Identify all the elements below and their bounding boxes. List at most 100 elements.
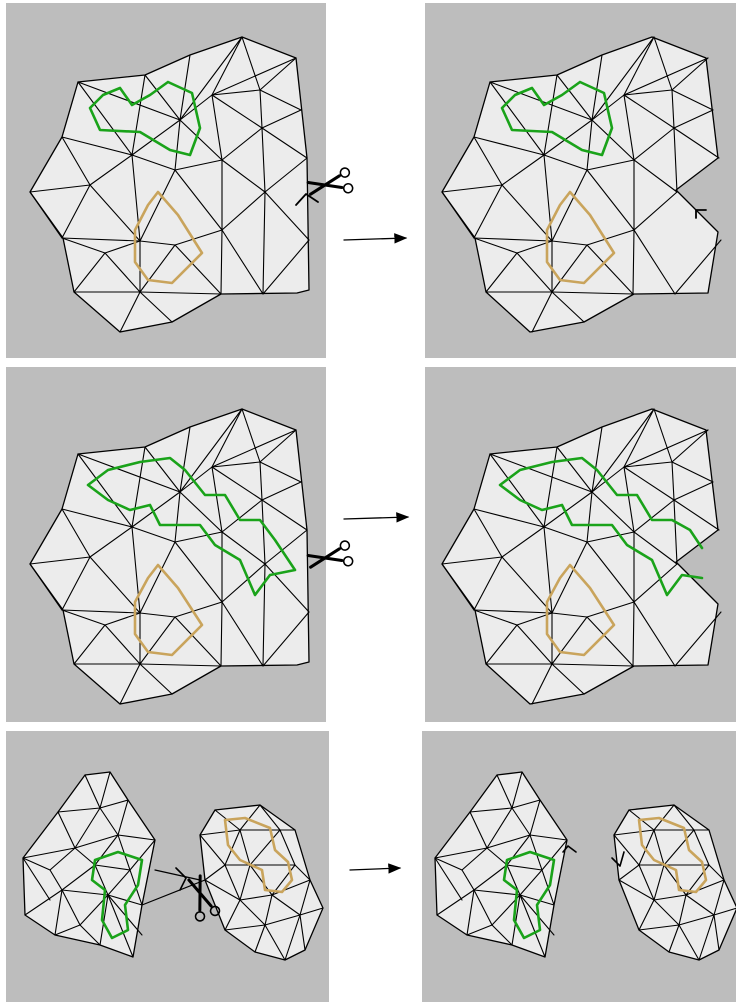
mesh-row2-before-edge [261,481,302,501]
mesh-row1-before-edge [262,191,266,295]
mesh-row2-before-edge [264,529,308,565]
scissors-blade [309,174,341,196]
cut-mark [562,845,577,853]
scissors-handle [194,911,206,922]
mesh-row1-before-edge [221,127,263,161]
mesh-row1-before-edge [179,36,243,121]
green-loop-row1-after [500,80,614,157]
scissors-handle [342,182,354,194]
mesh-row1-after-edge [551,244,588,293]
mesh-row2-after-edge [674,611,722,667]
mesh-row3-right-before-edge [239,899,266,926]
mesh-row2-after-edge [653,408,673,463]
mesh-row3-right-before-edge [284,914,301,961]
mesh-row1-after-edge [473,184,503,239]
mesh-row3-left-before-edge [54,924,81,936]
mesh-row3-right-before-edge [299,914,306,951]
green-path-row2-before [86,456,297,597]
mesh-row3-right-before-edge [239,829,251,866]
mesh-row2-after-edge [551,616,588,665]
mesh-row3-left-before-edge [99,894,109,946]
arrow-right-icon [343,512,410,523]
mesh-row3-left-before-edge [74,807,101,849]
mesh-row1-after-edge [671,89,714,111]
mesh-row2-before-edge [61,609,141,614]
mesh-row1-before-edge [211,36,243,96]
mesh-row3-left-after-edge [466,889,475,936]
mesh-row3-left-after-edge [529,799,541,836]
mesh-row1-after-edge [516,252,553,293]
bridge-edge [154,869,201,881]
mesh-row2-after-edge [673,499,720,531]
mesh-row3-left-after-edge [486,807,513,849]
mesh-row3-left-after-edge [466,924,493,936]
mesh-row3-left-before-edge [99,771,111,809]
mesh-row1-before-edge [264,157,308,193]
mesh-row2-before-edge [29,556,91,565]
mesh-row2-after-edge [551,663,634,667]
mesh-row2-after-edge [473,556,503,611]
mesh-row2-after [441,408,722,705]
mesh-row1-after-edge [633,159,678,193]
mesh-row3-left-after [434,771,568,958]
mesh-row2-before-edge [61,508,133,528]
cut-mark [695,209,707,219]
mesh-row2-before-edge [262,611,310,667]
mesh-row1-after-edge [623,94,635,161]
mesh-row3-left-before-edge [61,889,109,896]
mesh-row2-after-edge [473,609,553,614]
tan-loop-row1-after [545,190,616,285]
mesh-row1-after [441,36,722,333]
scissors-handle [342,555,354,567]
mesh-row2-after-edge [586,616,634,667]
mesh-row1-before-edge [139,244,176,293]
mesh-row2-before-edge [73,624,106,665]
green-loop-row3-after [502,850,556,940]
mesh-row3-right-before-outline [199,804,324,961]
mesh-row1-before-edge [259,57,297,91]
mesh-row3-right-after-edge [673,804,695,831]
mesh-row3-right-after-edge [713,879,725,916]
mesh-row2-after-edge [543,491,593,528]
mesh-row3-right-before-edge [204,879,241,901]
mesh-row2-before-edge [174,541,223,603]
mesh-row1-after-edge [473,136,545,156]
tan-loop-row3-before-group [223,816,294,894]
mesh-row2-before-edge [211,466,223,533]
mesh-row1-before-edge [220,229,223,295]
mesh-row2-after-edge [633,499,675,533]
mesh-row1-before-edge [261,127,266,193]
cut-mark [611,851,625,867]
mesh-row3-right-before-edge [299,879,311,916]
mesh-row1-after-edge [551,169,588,242]
mesh-row1-after-edge [586,244,634,295]
mesh-row1-before-edge [139,169,176,242]
mesh-row2-after-edge [531,663,553,705]
mesh-row1-after-edge [473,136,503,186]
mesh-row3-right-after-edge [638,864,655,901]
mesh-row3-right-after-edge [638,899,655,931]
arrow-right-icon [343,233,408,244]
mesh-row2-after-edge [485,624,518,665]
mesh-row3-left-before-edge [61,864,96,891]
mesh-row3-right-before-edge [239,894,273,901]
mesh-row2-before-edge [174,491,181,543]
mesh-row1-after-edge [633,191,678,231]
mesh-row3-right-before-edge [259,804,281,831]
mesh-row3-left-before-edge [117,834,156,841]
mesh-row3-left-after-edge [506,864,543,871]
mesh-row2-after-edge [473,508,545,528]
mesh-row1-before-edge [61,136,133,156]
mesh-row2-before-edge [29,563,63,611]
mesh-row1-after-edge [586,169,635,231]
mesh-row2-after-edge [489,453,593,493]
mesh-row3-left-after-edge [473,864,508,891]
mesh-row3-right-after-outline [613,804,736,961]
mesh-row3-left-after-edge [469,807,513,813]
mesh-row2-before-edge [259,429,297,463]
mesh-row2-before-edge [131,526,176,543]
mesh-row3-left-after-edge [461,869,475,891]
mesh-row1-before-edge [144,74,181,121]
mesh-row1-before-edge [261,109,302,129]
mesh-row3-right-after-edge [663,829,695,866]
